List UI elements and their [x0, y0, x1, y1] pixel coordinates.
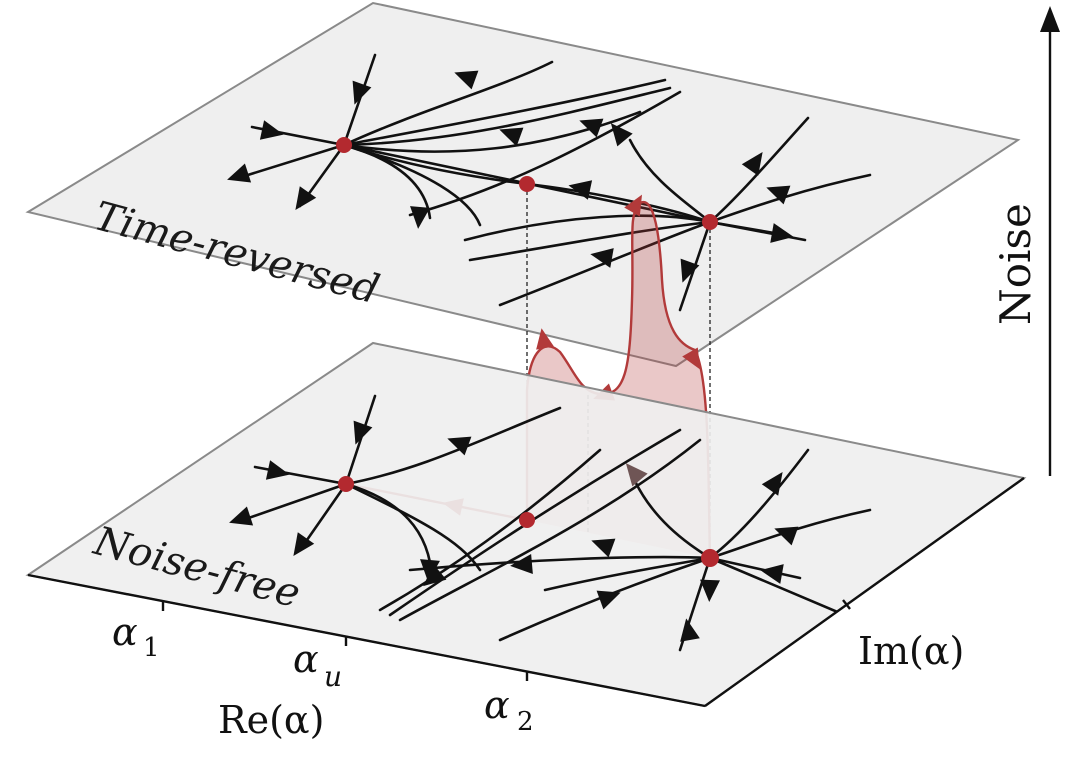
fixed-point-alpha1-top: [336, 137, 352, 153]
noise-free-arrowheads: [229, 420, 799, 642]
svg-text:2: 2: [517, 707, 534, 737]
svg-text:α: α: [484, 683, 510, 727]
fixed-point-alpha1: [338, 476, 354, 492]
im-axis: [704, 477, 1025, 707]
fixed-point-alphau: [519, 512, 535, 528]
re-axis: [27, 573, 706, 708]
svg-text:α: α: [293, 637, 319, 681]
svg-text:1: 1: [143, 633, 160, 663]
fixed-point-alpha2-top: [702, 214, 718, 230]
time-reversed-flow-lines: [233, 53, 872, 312]
fixed-point-alphau-top: [519, 176, 535, 192]
noise-axis-arrow: [1040, 6, 1060, 476]
re-axis-label: Re(α): [218, 698, 324, 742]
im-axis-label: Im(α): [858, 629, 964, 673]
time-reversed-arrowheads: [227, 70, 794, 283]
alpha-u-label: α u: [293, 637, 342, 693]
svg-text:u: u: [324, 660, 342, 693]
noise-axis-label: Noise: [991, 203, 1040, 325]
alpha-1-label: α 1: [112, 610, 160, 663]
noise-free-flow-lines: [238, 394, 882, 652]
svg-text:α: α: [112, 610, 138, 654]
alpha-2-label: α 2: [484, 683, 534, 737]
fixed-point-alpha2: [701, 549, 719, 567]
